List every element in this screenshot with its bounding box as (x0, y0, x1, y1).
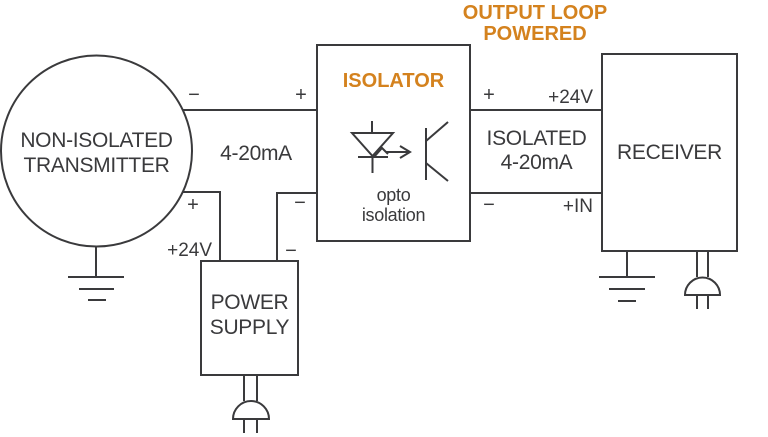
isolator-box (316, 44, 471, 242)
diagram-title: OUTPUT LOOP POWERED (425, 3, 645, 45)
isolator-output-plus-terminal: + (483, 84, 495, 106)
diagram-title-line2: POWERED (483, 23, 587, 45)
isolator-input-plus-terminal: + (295, 84, 307, 106)
supply-minus-terminal: − (285, 240, 297, 262)
supply-plus-24v-terminal: +24V (167, 240, 212, 261)
receiver-plug-icon (683, 251, 722, 309)
isolator-output-minus-terminal: − (483, 194, 495, 216)
wire-transmitter-to-supply (183, 191, 221, 261)
receiver-ground-icon (599, 251, 655, 302)
supply-plug-icon (231, 375, 271, 433)
output-loop-label: ISOLATED 4-20mA (486, 127, 587, 174)
isolator-input-minus-terminal: − (294, 192, 306, 214)
receiver-box (601, 53, 738, 252)
wire-isolator-to-supply (276, 192, 317, 261)
opto-coupler-icon (349, 121, 449, 182)
diagram-title-line1: OUTPUT LOOP (462, 2, 608, 24)
power-supply-box (200, 260, 299, 376)
receiver-in-terminal: +IN (562, 196, 593, 217)
transmitter-minus-terminal: − (188, 84, 200, 106)
transmitter-plus-terminal: + (187, 194, 199, 216)
isolator-title: ISOLATOR (342, 70, 445, 92)
receiver-label: RECEIVER (617, 141, 722, 164)
power-supply-label: POWER SUPPLY (209, 291, 290, 339)
input-loop-label: 4-20mA (220, 142, 292, 165)
receiver-24v-terminal: +24V (548, 87, 593, 108)
opto-isolation-caption: opto isolation (361, 185, 426, 225)
transmitter-ground-icon (68, 246, 124, 301)
transmitter-label: NON-ISOLATED TRANSMITTER (20, 129, 173, 177)
